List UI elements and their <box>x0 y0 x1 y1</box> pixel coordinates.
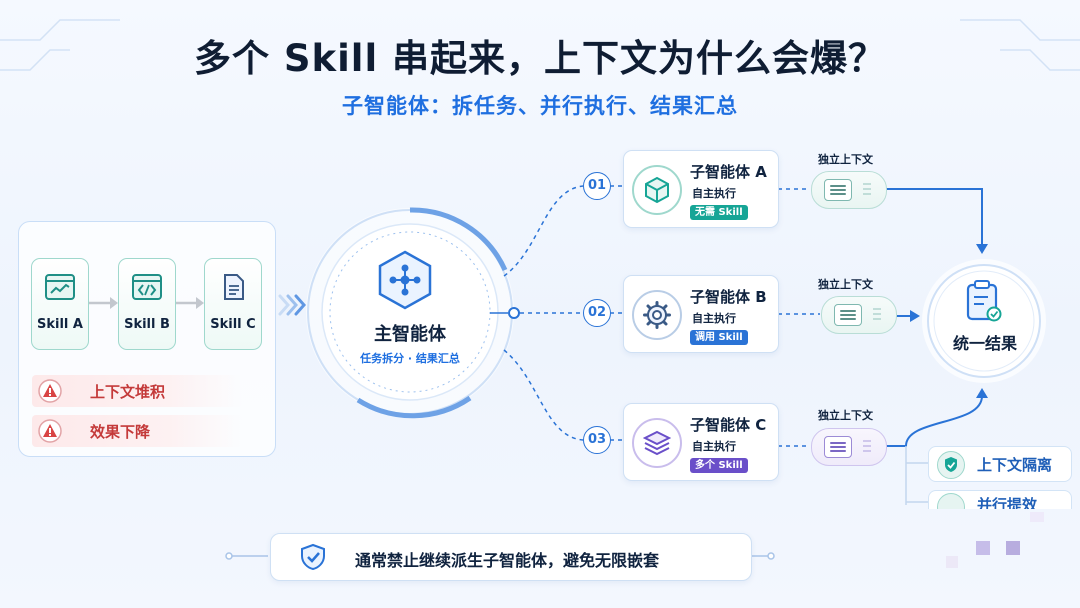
sub-agent-badge: 多个 Skill <box>690 458 748 473</box>
skill-label: Skill C <box>210 317 256 332</box>
step-number-02: 02 <box>583 299 611 327</box>
main-agent-sub: 任务拆分 · 结果汇总 <box>360 352 460 365</box>
cube-icon <box>645 176 669 204</box>
context-label-b: 独立上下文 <box>818 278 873 291</box>
shield-check-icon <box>301 543 325 571</box>
side-note-parallel: 并行提效 <box>928 490 1072 509</box>
context-chip-a <box>811 171 887 209</box>
warning-text: 效果下降 <box>90 423 151 441</box>
plus-icon <box>863 440 871 452</box>
code-window-icon <box>132 274 162 300</box>
sub-agent-card-a: 子智能体 A 自主执行 无需 Skill <box>623 150 779 228</box>
chevrons-to-main <box>278 294 307 316</box>
context-chip-c <box>811 428 887 466</box>
sub-agent-card-c: 子智能体 C 自主执行 多个 Skill <box>623 403 779 481</box>
result-node <box>922 259 1046 383</box>
context-label-c: 独立上下文 <box>818 409 873 422</box>
result-label: 统一结果 <box>952 334 1017 353</box>
sub-agent-icon-ring <box>632 418 682 468</box>
sub-agent-icon-ring <box>632 165 682 215</box>
plus-icon <box>863 183 871 195</box>
gear-icon <box>643 301 671 329</box>
chart-window-icon <box>45 274 75 300</box>
skill-label: Skill B <box>124 317 170 332</box>
warning-icon <box>38 419 62 443</box>
context-doc-icon <box>824 179 852 201</box>
sub-agent-icon-ring <box>632 290 682 340</box>
warning-icon <box>38 379 62 403</box>
parallel-icon <box>937 493 965 509</box>
step-number-01: 01 <box>583 172 611 200</box>
sub-agent-name: 子智能体 C <box>690 416 767 434</box>
sub-agent-name: 子智能体 A <box>690 163 767 181</box>
skill-card-c: Skill C <box>204 258 262 350</box>
context-chip-b <box>821 296 897 334</box>
main-agent-label: 主智能体 <box>374 324 446 345</box>
main-agent-rings <box>306 207 514 419</box>
context-doc-icon <box>834 304 862 326</box>
side-note-text: 并行提效 <box>977 496 1038 509</box>
skill-label: Skill A <box>37 317 83 332</box>
document-icon <box>224 274 244 300</box>
side-note-text: 上下文隔离 <box>977 456 1053 474</box>
warning-context-buildup: 上下文堆积 <box>32 375 242 407</box>
skill-card-b: Skill B <box>118 258 176 350</box>
sub-agent-mode: 自主执行 <box>692 312 736 325</box>
layers-icon <box>643 430 671 456</box>
clipboard-check-icon <box>966 280 1002 322</box>
warning-text: 上下文堆积 <box>90 383 166 401</box>
page-title: 多个 Skill 串起来，上下文为什么会爆？ <box>193 37 887 80</box>
sub-agent-mode: 自主执行 <box>692 440 736 453</box>
side-note-isolation: 上下文隔离 <box>928 446 1072 482</box>
sub-agent-name: 子智能体 B <box>690 288 767 306</box>
footer-note: 通常禁止继续派生子智能体，避免无限嵌套 <box>270 533 752 581</box>
warning-effect-drop: 效果下降 <box>32 415 242 447</box>
step-number-03: 03 <box>583 426 611 454</box>
page-subtitle: 子智能体：拆任务、并行执行、结果汇总 <box>342 94 738 118</box>
sub-agent-card-b: 子智能体 B 自主执行 调用 Skill <box>623 275 779 353</box>
sub-agent-badge: 调用 Skill <box>690 330 748 345</box>
arrows-to-result <box>886 188 983 447</box>
context-label-a: 独立上下文 <box>818 153 873 166</box>
fan-out-lines <box>503 185 820 447</box>
footer-text: 通常禁止继续派生子智能体，避免无限嵌套 <box>355 551 660 570</box>
skill-card-a: Skill A <box>31 258 89 350</box>
context-doc-icon <box>824 436 852 458</box>
plus-icon <box>873 308 881 320</box>
decorative-squares <box>946 512 1044 568</box>
sub-agent-badge: 无需 Skill <box>690 205 748 220</box>
shield-check-icon <box>937 451 965 479</box>
network-icon <box>389 264 421 296</box>
sub-agent-mode: 自主执行 <box>692 187 736 200</box>
